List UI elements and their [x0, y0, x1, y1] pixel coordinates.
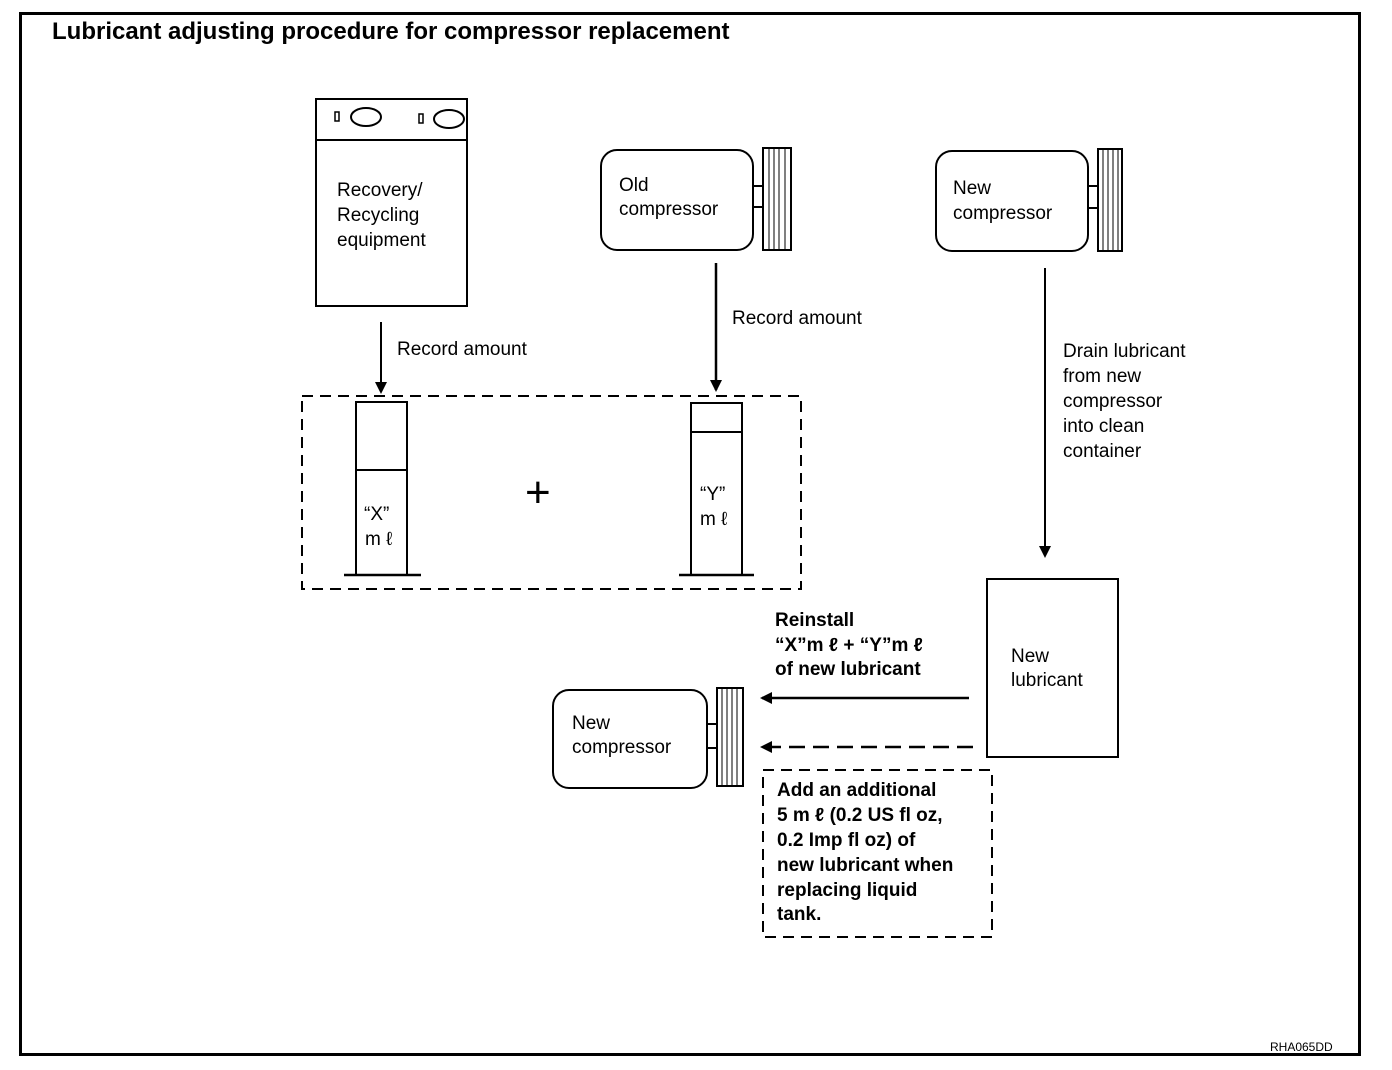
new-compressor-top-label-line1: New	[953, 178, 992, 199]
new-compressor-bottom-box	[552, 687, 744, 789]
new-compressor-bottom-label-line1: New	[572, 713, 611, 734]
additional-note-line2: 5 m ℓ (0.2 US fl oz,	[777, 805, 943, 826]
recovery-equipment-box	[315, 98, 468, 307]
new-lubricant-container	[986, 578, 1119, 758]
cylinder-x-label: “X”	[364, 504, 390, 525]
cylinder-x-unit: m ℓ	[365, 529, 393, 550]
drain-note-line4: into clean	[1063, 416, 1145, 437]
new-compressor-top-box	[935, 148, 1123, 252]
old-compressor-box	[600, 147, 792, 251]
reinstall-note-line2: “X”m ℓ + “Y”m ℓ	[775, 635, 923, 656]
measuring-cylinder-x	[344, 401, 421, 577]
new-compressor-top-label-line2: compressor	[953, 203, 1053, 224]
drain-note-line3: compressor	[1063, 391, 1163, 412]
additional-note-line3: 0.2 Imp fl oz) of	[777, 830, 916, 851]
old-compressor-label-line2: compressor	[619, 199, 719, 220]
reinstall-note-line1: Reinstall	[775, 610, 855, 631]
cylinder-y-unit: m ℓ	[700, 509, 728, 530]
recovery-label-line1: Recovery/	[337, 180, 423, 201]
figure-code: RHA065DD	[1270, 1040, 1333, 1054]
plus-sign: +	[525, 468, 551, 517]
additional-note-line5: replacing liquid	[777, 880, 918, 901]
recovery-label-line3: equipment	[337, 230, 426, 251]
drain-note-line5: container	[1063, 441, 1142, 462]
record-amount-right-label: Record amount	[732, 308, 862, 329]
diagram-title: Lubricant adjusting procedure for compre…	[52, 18, 730, 45]
recovery-label-line2: Recycling	[337, 205, 420, 226]
measurement-dashed-box	[301, 395, 802, 590]
additional-note-line6: tank.	[777, 904, 822, 925]
drain-note-line1: Drain lubricant	[1063, 341, 1186, 362]
new-lubricant-label-line2: lubricant	[1011, 670, 1083, 691]
record-amount-left-label: Record amount	[397, 339, 527, 360]
measuring-cylinder-y	[679, 402, 754, 577]
additional-note-dashed-box	[762, 769, 993, 938]
figure-frame	[19, 12, 1361, 1056]
drain-note-line2: from new	[1063, 366, 1142, 387]
new-compressor-bottom-label-line2: compressor	[572, 737, 672, 758]
new-lubricant-label-line1: New	[1011, 646, 1050, 667]
cylinder-y-label: “Y”	[700, 484, 726, 505]
reinstall-note-line3: of new lubricant	[775, 659, 921, 680]
old-compressor-label-line1: Old	[619, 175, 649, 196]
additional-note-line4: new lubricant when	[777, 855, 954, 876]
additional-note-line1: Add an additional	[777, 780, 937, 801]
